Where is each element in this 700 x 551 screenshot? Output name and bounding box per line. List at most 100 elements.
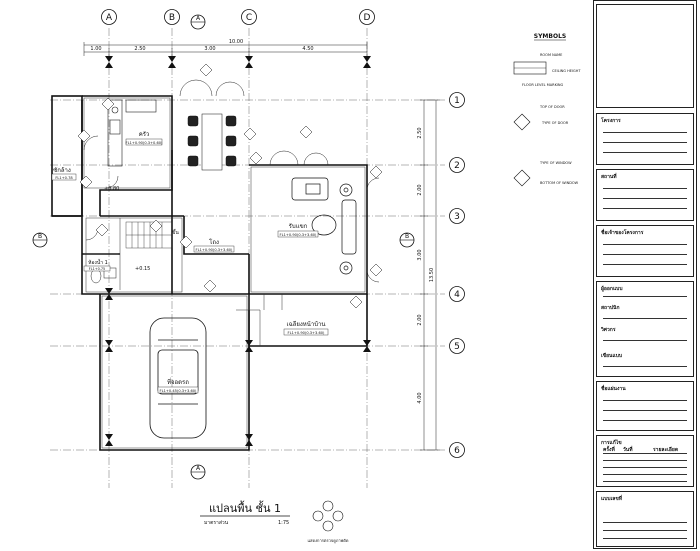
svg-text:รับแขก: รับแขก (289, 223, 308, 230)
footer-panel: แบบเลขที่ (596, 491, 694, 547)
room-living: รับแขก FL1+0.90(0.3+3.60) (277, 223, 319, 238)
room-laundry: ซักล้าง FL1+0.78 (51, 167, 77, 181)
svg-text:A: A (196, 465, 201, 472)
svg-text:CEILING HEIGHT: CEILING HEIGHT (552, 69, 581, 73)
architect-label: สถาปนิก (601, 305, 620, 311)
top-dimensions (83, 42, 368, 56)
svg-text:ขึ้น: ขึ้น (172, 227, 179, 236)
section-marker-b-left: B (32, 232, 48, 248)
svg-text:FL1+0.90(0.3+0.60): FL1+0.90(0.3+0.60) (126, 141, 163, 145)
grid-bubble-5: 5 (449, 338, 465, 354)
owner-label: ชื่อเจ้าของโครงการ (601, 230, 644, 236)
rev-no-header: ครั้งที่ (603, 447, 615, 453)
rev-desc-header: รายละเอียด (653, 447, 679, 453)
svg-text:ROOM NAME: ROOM NAME (540, 53, 562, 57)
terrace-lines (236, 294, 283, 346)
grid-bubble-c: C (241, 9, 257, 25)
level-015-label: +0.15 (135, 266, 150, 272)
dim-top-1: 1.00 (90, 46, 101, 52)
logo-panel (596, 4, 694, 108)
dim-right-4: 2.00 (417, 314, 423, 325)
column-markers (105, 56, 371, 446)
project-label: โครงการ (601, 118, 621, 124)
sheet-title-panel: ชื่อแผ่นงาน (596, 381, 694, 431)
car-outline (149, 317, 207, 439)
dim-top-2: 2.50 (134, 46, 145, 52)
dim-top-3: 3.00 (204, 46, 215, 52)
svg-text:B: B (38, 233, 42, 240)
living-furniture (291, 177, 357, 275)
wall-details (83, 97, 366, 449)
revision-panel: การแก้ไข ครั้งที่ วันที่ รายละเอียด (596, 435, 694, 487)
designer-label: ผู้ออกแบบ (601, 286, 623, 292)
dining-set (187, 113, 237, 171)
footer-label: แบบเลขที่ (601, 496, 623, 502)
dim-top-4: 4.50 (302, 46, 313, 52)
svg-text:FL1+0.90(0.3+3.60): FL1+0.90(0.3+3.60) (280, 233, 317, 237)
svg-text:TYPE OF WINDOW: TYPE OF WINDOW (539, 161, 572, 165)
svg-text:1: 1 (454, 96, 460, 106)
svg-text:ครัว: ครัว (139, 131, 150, 138)
svg-text:C: C (246, 13, 252, 23)
designer-panel: ผู้ออกแบบ สถาปนิก วิศวกร เขียนแบบ (596, 281, 694, 377)
svg-text:โถง: โถง (209, 238, 219, 246)
location-panel: สถานที่ (596, 169, 694, 221)
svg-text:ที่จอดรถ: ที่จอดรถ (167, 378, 189, 386)
level-080-label: +0.80 (104, 186, 119, 192)
dim-right-5: 4.00 (417, 392, 423, 403)
kitchen-counter (107, 99, 157, 167)
svg-text:TYPE OF DOOR: TYPE OF DOOR (541, 121, 569, 125)
svg-text:FL1+0.78: FL1+0.78 (55, 176, 73, 180)
svg-text:D: D (364, 13, 371, 23)
svg-text:5: 5 (454, 342, 460, 352)
svg-text:A: A (106, 13, 113, 23)
revision-label: การแก้ไข (601, 440, 622, 446)
svg-text:3: 3 (454, 212, 460, 222)
svg-text:ซักล้าง: ซักล้าง (53, 167, 71, 174)
location-label: สถานที่ (601, 174, 617, 180)
svg-text:SYMBOLS: SYMBOLS (534, 33, 566, 40)
section-marker-a-bottom: A (190, 464, 206, 480)
grid-lines (50, 28, 445, 488)
svg-text:FL1+0.90(0.3+3.60): FL1+0.90(0.3+3.60) (288, 331, 325, 335)
grid-bubble-d: D (359, 9, 375, 25)
svg-text:A: A (196, 15, 201, 22)
rev-date-header: วันที่ (623, 447, 633, 453)
grid-bubble-1: 1 (449, 92, 465, 108)
svg-text:TOP OF DOOR: TOP OF DOOR (539, 105, 565, 109)
room-stair: ขึ้น (172, 227, 179, 236)
sheet-title-label: ชื่อแผ่นงาน (601, 386, 626, 392)
title-block: โครงการ สถานที่ ชื่อเจ้าของโครงการ ผู้ออ… (593, 0, 697, 549)
door-swings (83, 79, 380, 283)
opening-tags (77, 63, 383, 309)
section-key-caption: แสดงการตรวจดูภาพตัด (307, 538, 348, 544)
room-garage: ที่จอดรถ FL1+0.45(0.3+3.60) (157, 378, 199, 394)
dim-right-1: 2.50 (417, 127, 423, 138)
dim-right-total: 13.50 (429, 268, 435, 282)
engineer-label: วิศวกร (601, 327, 616, 333)
svg-text:ห้องน้ำ 1: ห้องน้ำ 1 (88, 257, 108, 266)
svg-text:B: B (169, 13, 175, 23)
grid-bubble-4: 4 (449, 286, 465, 302)
svg-text:เฉลียงหน้าบ้าน: เฉลียงหน้าบ้าน (287, 320, 326, 328)
svg-text:4: 4 (454, 290, 460, 300)
dim-right-2: 2.00 (417, 184, 423, 195)
section-key-legend (312, 500, 344, 532)
svg-text:FLOOR LEVEL MARKING: FLOOR LEVEL MARKING (522, 83, 564, 87)
svg-text:2: 2 (454, 161, 460, 171)
plan-subtitle: มาตราส่วน (204, 520, 229, 526)
room-terrace: เฉลียงหน้าบ้าน FL1+0.90(0.3+3.60) (283, 320, 329, 336)
section-marker-a-top: A (190, 14, 206, 30)
grid-bubble-2: 2 (449, 157, 465, 173)
drawn-label: เขียนแบบ (601, 353, 623, 359)
svg-text:B: B (405, 233, 409, 240)
dim-right-3: 3.00 (417, 249, 423, 260)
plan-title: แปลนพื้น ชั้น 1 (209, 500, 281, 515)
stair (125, 221, 173, 249)
grid-bubble-6: 6 (449, 442, 465, 458)
svg-text:FL1+0.45(0.3+3.60): FL1+0.45(0.3+3.60) (160, 389, 197, 393)
plan-scale: 1:75 (278, 520, 289, 526)
svg-text:FL1+0.90(0.3+3.60): FL1+0.90(0.3+3.60) (196, 248, 233, 252)
owner-panel: ชื่อเจ้าของโครงการ (596, 225, 694, 277)
